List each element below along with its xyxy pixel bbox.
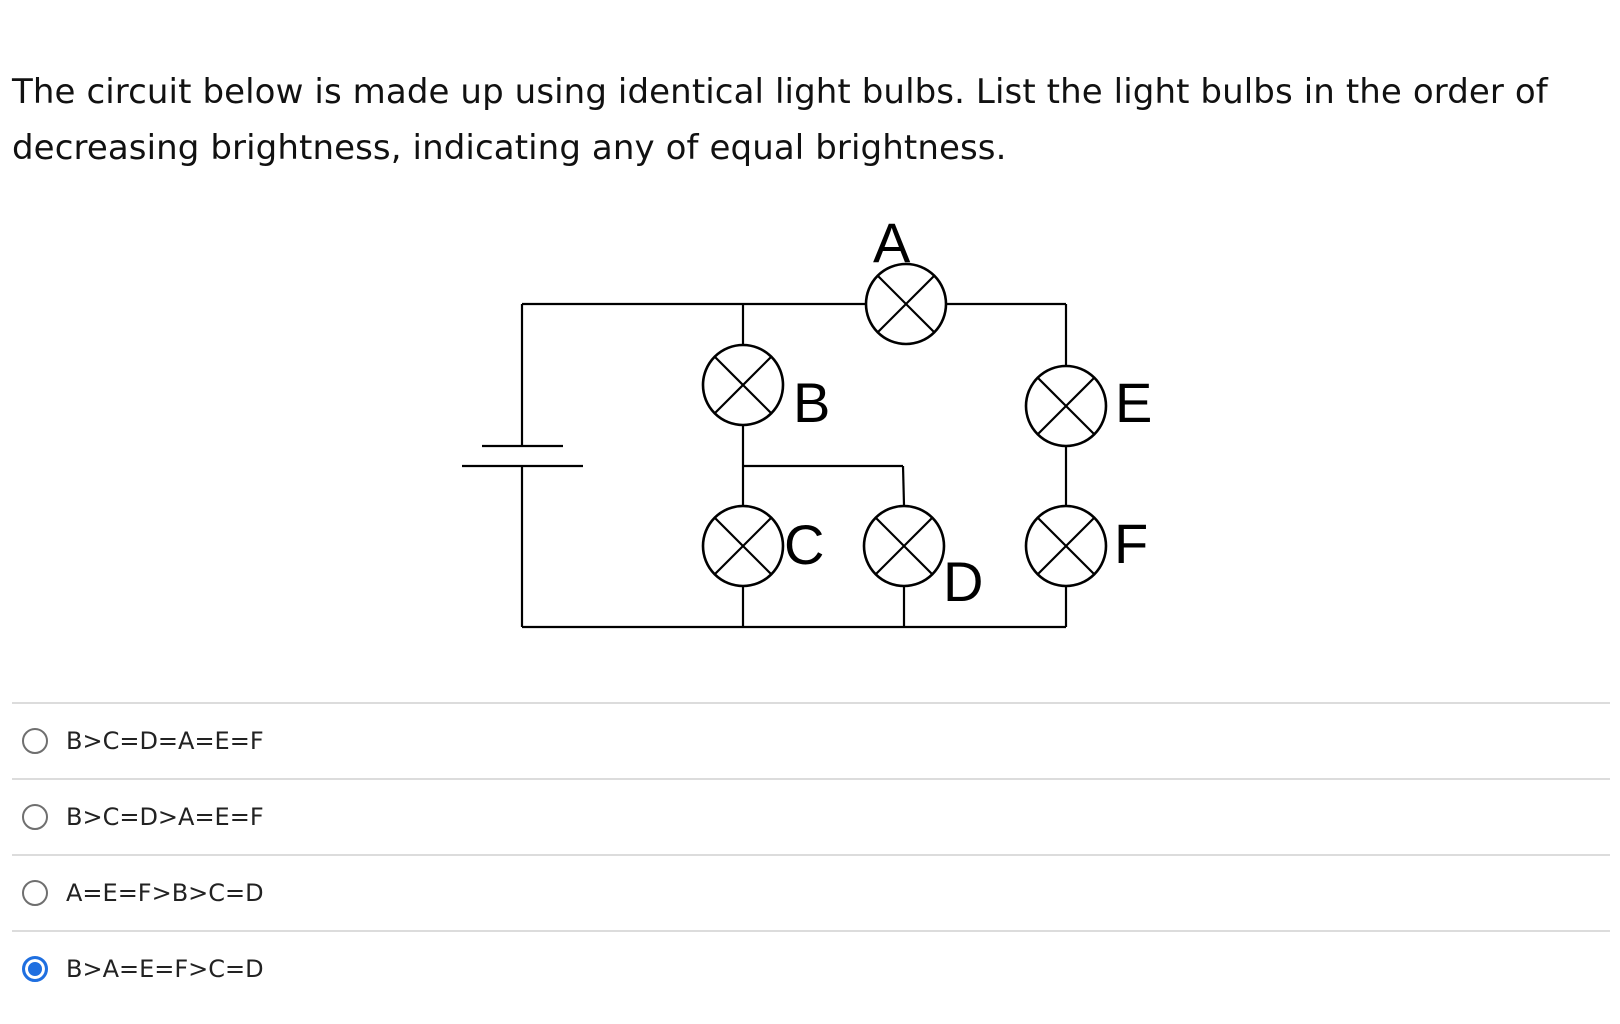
circuit-wires — [520, 302, 1068, 629]
answer-option-label: B>C=D>A=E=F — [66, 803, 264, 831]
answer-option-label: A=E=F>B>C=D — [66, 879, 264, 907]
answer-option-3[interactable]: A=E=F>B>C=D — [12, 856, 1610, 932]
bulb-label-a: A — [873, 211, 911, 274]
bulb-label-f: F — [1114, 512, 1148, 575]
battery-symbol — [462, 444, 583, 468]
circuit-diagram: A B C D E F — [462, 211, 1152, 629]
bulb-label-c: C — [784, 513, 824, 576]
radio-button[interactable] — [22, 880, 48, 906]
answer-option-1[interactable]: B>C=D=A=E=F — [12, 704, 1610, 780]
answer-option-2[interactable]: B>C=D>A=E=F — [12, 780, 1610, 856]
answer-options: B>C=D=A=E=F B>C=D>A=E=F A=E=F>B>C=D B>A=… — [12, 702, 1610, 1006]
answer-option-label: B>A=E=F>C=D — [66, 955, 264, 983]
bulb-label-d: D — [943, 550, 983, 613]
bulb-e — [1024, 364, 1108, 448]
bulb-label-b: B — [793, 371, 830, 434]
answer-option-label: B>C=D=A=E=F — [66, 727, 264, 755]
radio-button-selected[interactable] — [22, 956, 48, 982]
bulb-b — [701, 343, 785, 427]
answer-option-4[interactable]: B>A=E=F>C=D — [12, 932, 1610, 1006]
bulb-label-e: E — [1115, 371, 1152, 434]
bulb-d — [862, 504, 946, 588]
bulb-f — [1024, 504, 1108, 588]
bulb-a — [864, 262, 948, 346]
radio-button[interactable] — [22, 728, 48, 754]
question-text: The circuit below is made up using ident… — [12, 72, 1548, 168]
radio-button[interactable] — [22, 804, 48, 830]
bulb-c — [701, 504, 785, 588]
